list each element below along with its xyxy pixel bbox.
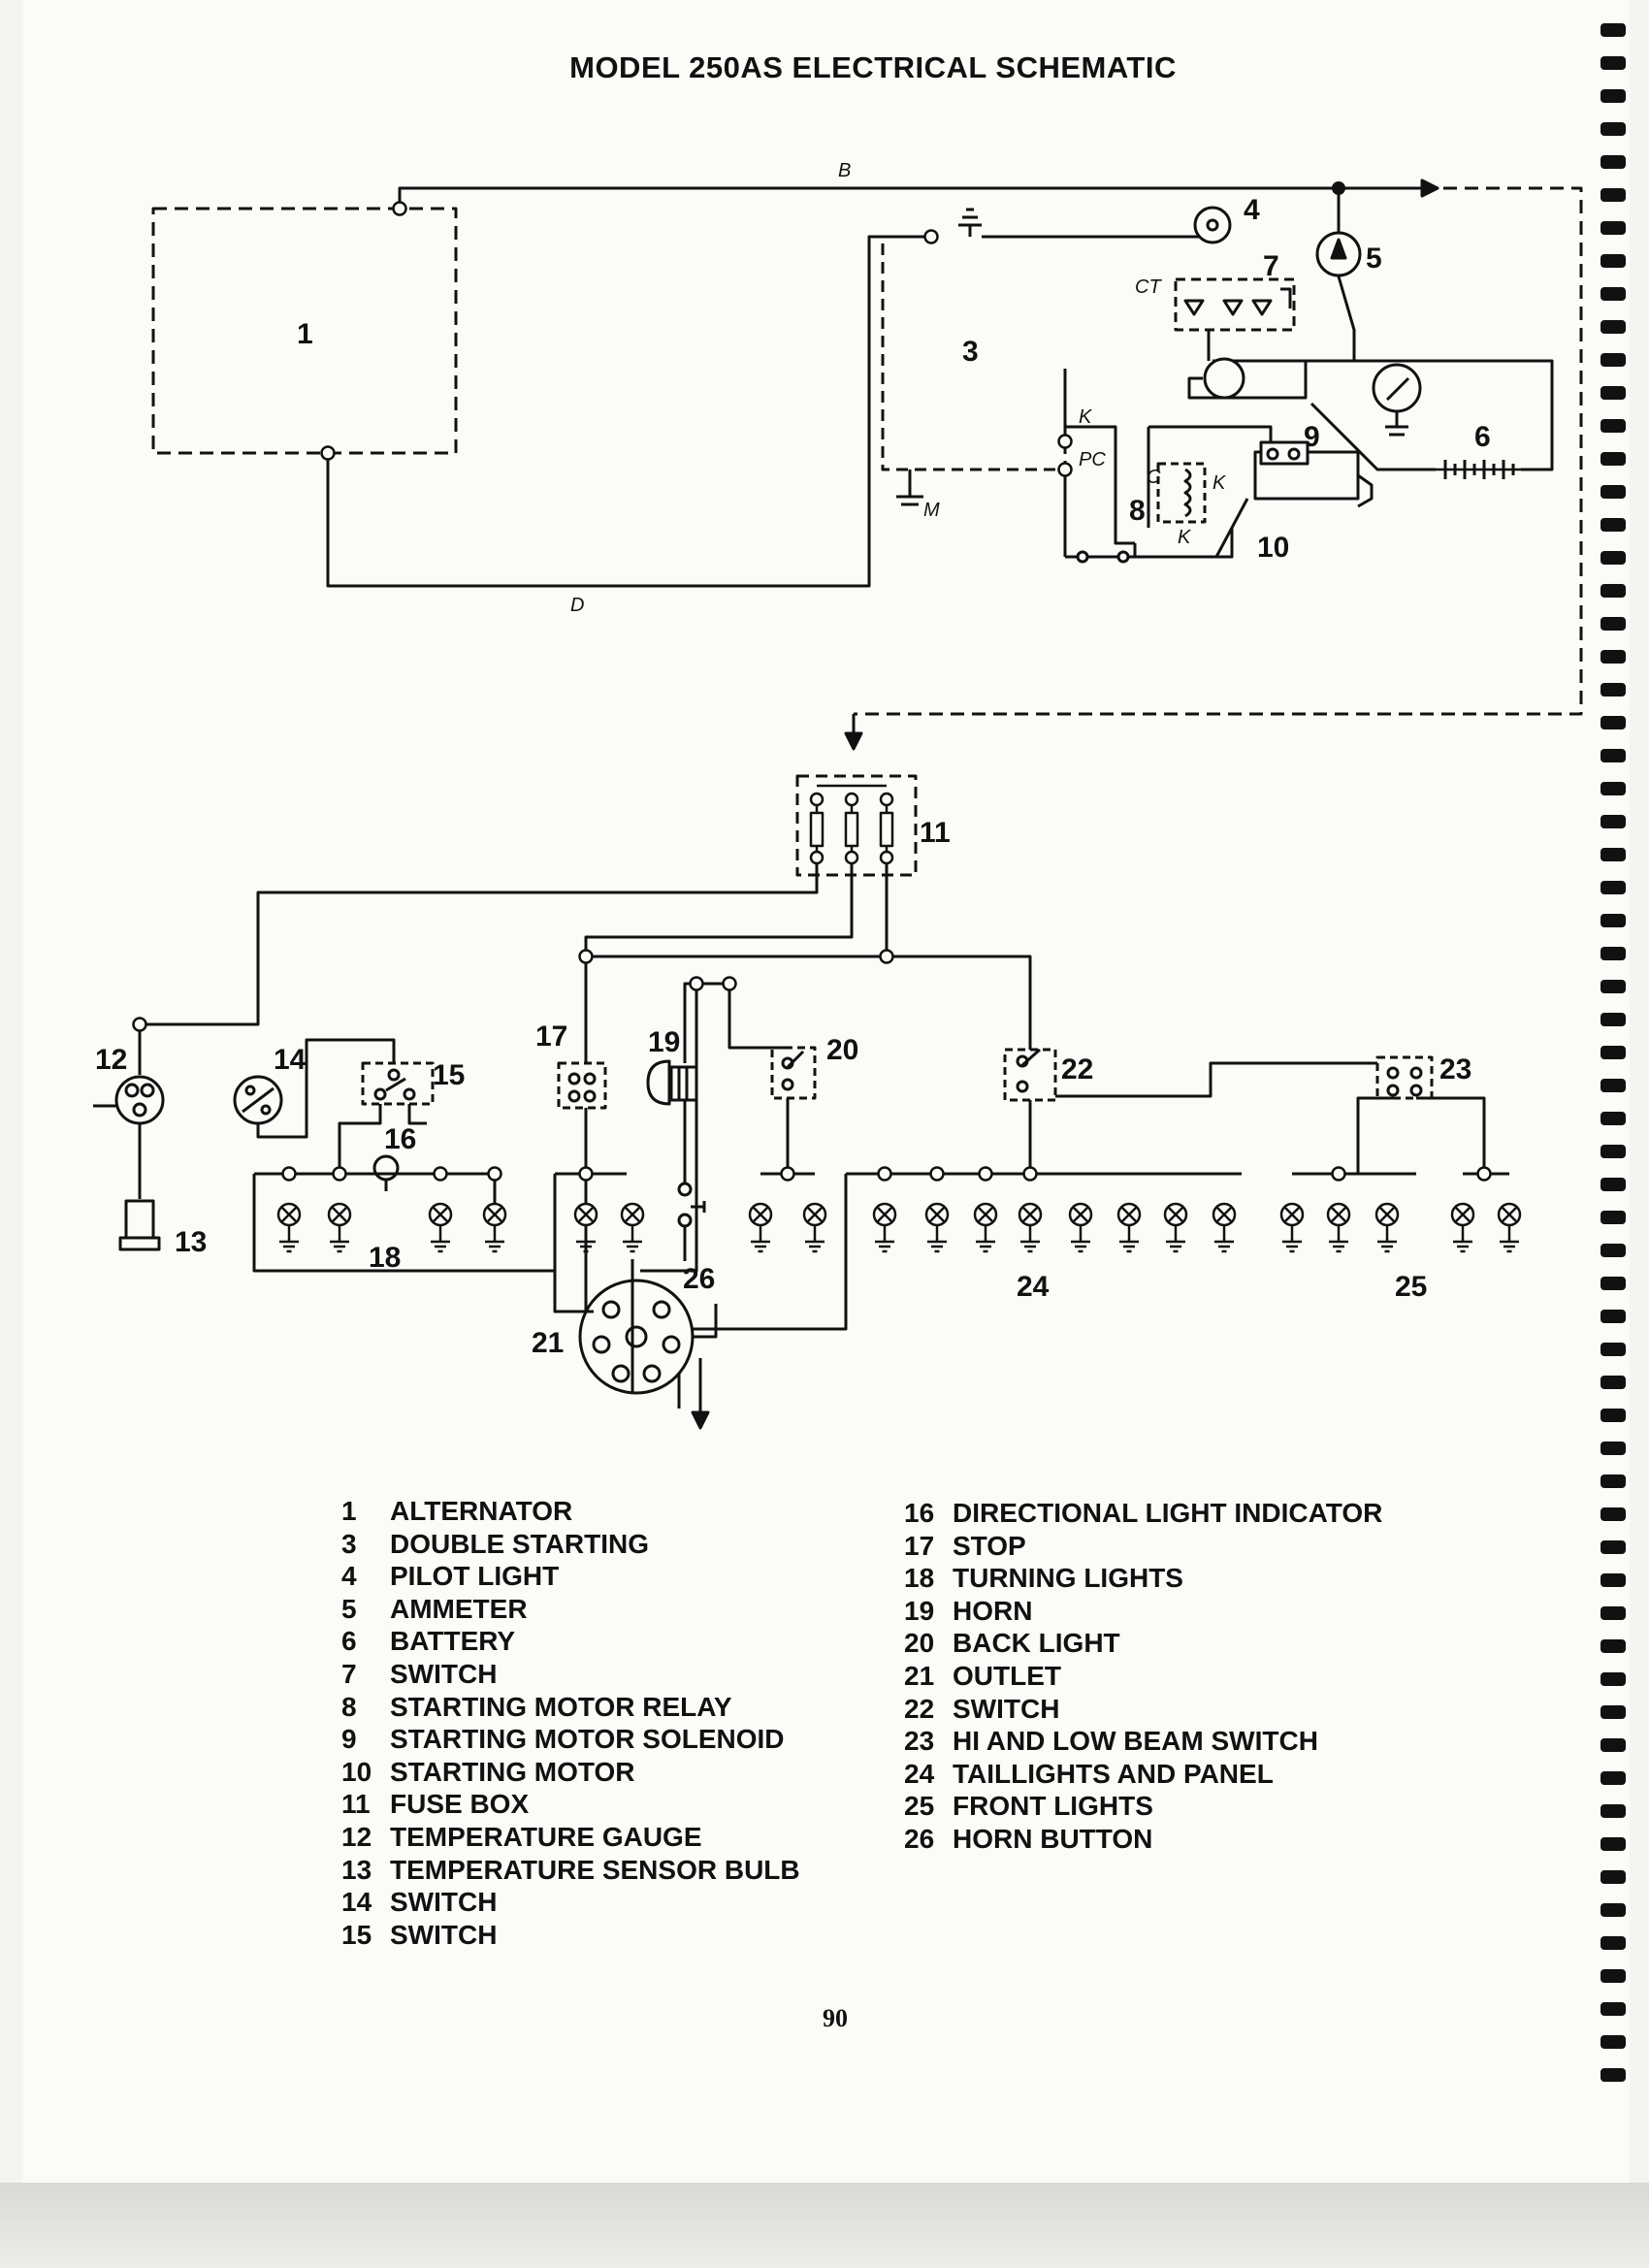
wire-label-k: K <box>1079 406 1093 428</box>
wire-b <box>398 186 1422 209</box>
label-8: 8 <box>1129 495 1146 527</box>
label-19: 19 <box>648 1026 680 1058</box>
manual-page <box>23 0 1630 2183</box>
label-9: 9 <box>1304 421 1320 453</box>
alternator-box <box>151 207 458 455</box>
wire-d <box>326 235 931 588</box>
wire-label-c: C <box>1147 467 1161 488</box>
label-24: 24 <box>1017 1271 1050 1303</box>
fuse-box <box>795 774 918 877</box>
label-22: 22 <box>1061 1053 1093 1085</box>
label-21: 21 <box>532 1327 564 1359</box>
label-7: 7 <box>1263 250 1279 282</box>
label-14: 14 <box>274 1044 307 1076</box>
label-23: 23 <box>1439 1053 1471 1085</box>
wire-label-d: D <box>570 595 584 616</box>
binding-rings <box>1600 23 1626 2082</box>
label-25: 25 <box>1395 1271 1427 1303</box>
wire-label-k3: K <box>1178 527 1192 548</box>
label-26: 26 <box>683 1263 715 1295</box>
page-number: 90 <box>823 2004 848 2032</box>
label-15: 15 <box>433 1059 465 1091</box>
wire-label-pc: PC <box>1079 449 1106 470</box>
label-4: 4 <box>1244 194 1260 226</box>
double-starting-box <box>881 235 1067 471</box>
lamps-25 <box>1279 1166 1522 1253</box>
lamps-24 <box>872 1166 1237 1253</box>
wire-label-ct: CT <box>1135 276 1162 298</box>
label-16: 16 <box>384 1123 416 1155</box>
lamps-17 <box>573 1166 645 1253</box>
label-11: 11 <box>920 817 951 849</box>
page-title: MODEL 250AS ELECTRICAL SCHEMATIC <box>569 50 1177 84</box>
lamps-18 <box>276 1166 507 1253</box>
lamps-20 <box>748 1166 827 1253</box>
label-3: 3 <box>962 336 979 368</box>
label-17: 17 <box>535 1021 567 1053</box>
junction-nodes <box>132 201 1073 1032</box>
label-13: 13 <box>175 1226 207 1258</box>
wire-label-b: B <box>838 160 851 181</box>
label-6: 6 <box>1474 421 1491 453</box>
wire-label-m: M <box>923 500 940 521</box>
wire-label-k2: K <box>1212 472 1227 494</box>
label-1: 1 <box>297 318 313 350</box>
label-5: 5 <box>1366 243 1382 275</box>
label-18: 18 <box>369 1242 401 1274</box>
page-shadow <box>0 2183 1649 2268</box>
label-12: 12 <box>95 1044 127 1076</box>
label-10: 10 <box>1257 532 1289 564</box>
label-20: 20 <box>826 1034 858 1066</box>
